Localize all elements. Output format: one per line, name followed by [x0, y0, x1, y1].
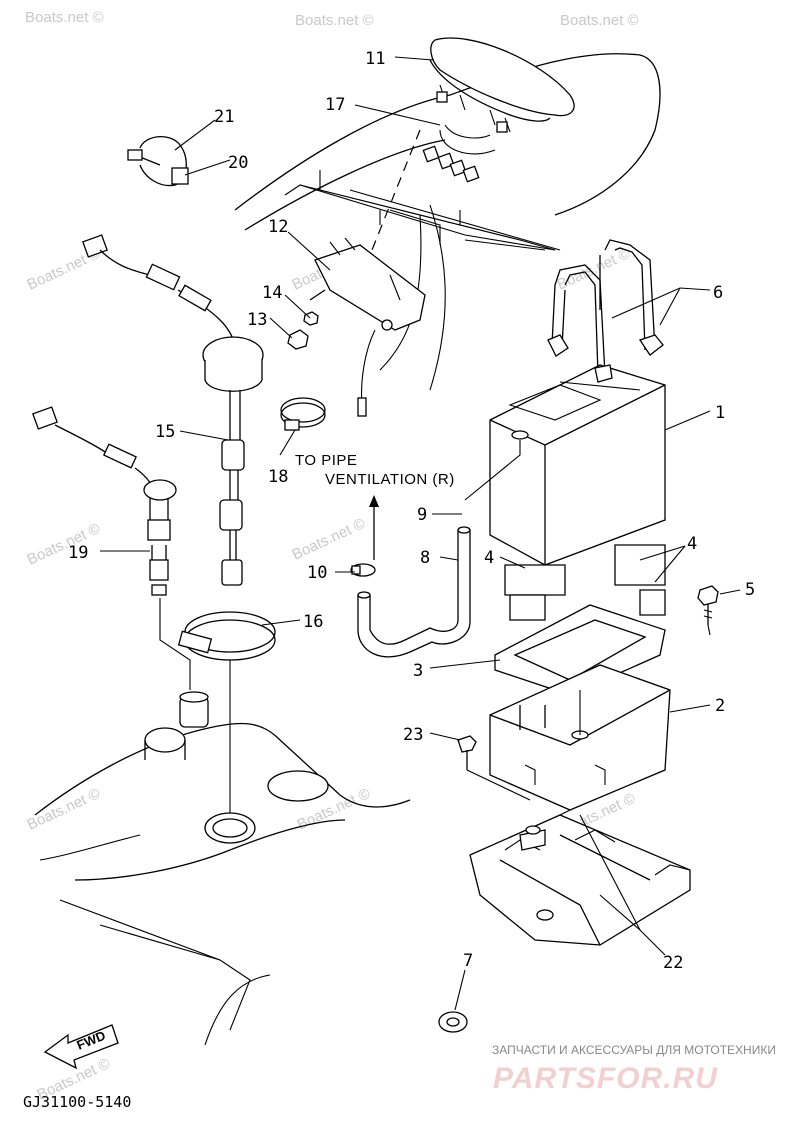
watermark: Boats.net © [25, 520, 103, 569]
part-16-clamp [177, 611, 276, 815]
watermark: Boats.net © [290, 515, 368, 564]
part-17-connectors [359, 124, 496, 281]
callout-17: 17 [325, 95, 345, 115]
callout-19: 19 [68, 543, 88, 563]
part-6-straps [547, 239, 664, 383]
callout-13: 13 [247, 310, 267, 330]
hull-upper-outline [234, 53, 661, 391]
hull-lower-outline [34, 691, 411, 1046]
partsfor-logo-text: PARTSFOR.RU [493, 1062, 718, 1095]
callout-10: 10 [307, 563, 327, 583]
part-7-washer [438, 1011, 468, 1033]
callout-5: 5 [745, 580, 755, 600]
callout-7: 7 [463, 951, 473, 971]
callout-9: 9 [417, 505, 427, 525]
vent-note: TO PIPE VENTILATION (R) [295, 452, 455, 488]
callout-labels: 11 17 21 20 12 14 13 15 18 19 16 6 1 9 8… [68, 49, 755, 973]
part-22-tray [469, 814, 691, 946]
part-20-21-clamp [127, 136, 189, 187]
part-2-battery-box [489, 664, 671, 826]
callout-23: 23 [403, 725, 423, 745]
part-23-screw [457, 735, 531, 801]
arrow-up-icon [369, 495, 379, 507]
part-15-sensor [82, 234, 264, 586]
callout-22: 22 [663, 953, 683, 973]
callout-20: 20 [228, 153, 248, 173]
callout-14: 14 [262, 283, 282, 303]
part-5-bolt [697, 585, 719, 636]
part-19-sensor [32, 406, 191, 690]
callout-3: 3 [413, 661, 423, 681]
callout-1: 1 [715, 403, 725, 423]
part-3-frame [494, 604, 666, 696]
callout-18: 18 [268, 467, 288, 487]
callout-12: 12 [268, 217, 288, 237]
part-1-battery [464, 364, 666, 566]
watermark: Boats.net © [25, 785, 103, 834]
leader-lines [100, 56, 741, 1011]
fwd-arrow-icon: FWD [43, 1024, 119, 1070]
callout-2: 2 [715, 696, 725, 716]
watermark: Boats.net © [295, 12, 374, 29]
part-13-14-nuts [287, 311, 319, 350]
partsfor-logo: ЗАПЧАСТИ И АКСЕССУАРЫ ДЛЯ МОТОТЕХНИКИ PA… [492, 1043, 776, 1095]
callout-21: 21 [214, 107, 234, 127]
callout-8: 8 [420, 548, 430, 568]
note-line-2: VENTILATION (R) [325, 471, 455, 488]
callout-16: 16 [303, 612, 323, 632]
part-12-bracket [309, 237, 426, 417]
part-11-cover [429, 37, 575, 133]
watermark: Boats.net © [560, 12, 639, 29]
callout-4a: 4 [484, 548, 494, 568]
part-4-pads [504, 544, 666, 621]
partsfor-subtitle: ЗАПЧАСТИ И АКСЕССУАРЫ ДЛЯ МОТОТЕХНИКИ [492, 1043, 776, 1057]
note-line-1: TO PIPE [295, 452, 357, 469]
callout-15: 15 [155, 422, 175, 442]
diagram-code: GJ31100-5140 [23, 1093, 131, 1111]
part-8-vent-hose [350, 495, 471, 658]
callout-4b: 4 [687, 534, 697, 554]
part-18-clamp [280, 397, 326, 431]
callout-11: 11 [365, 49, 385, 69]
callout-6: 6 [713, 283, 723, 303]
watermark: Boats.net © [25, 9, 104, 26]
